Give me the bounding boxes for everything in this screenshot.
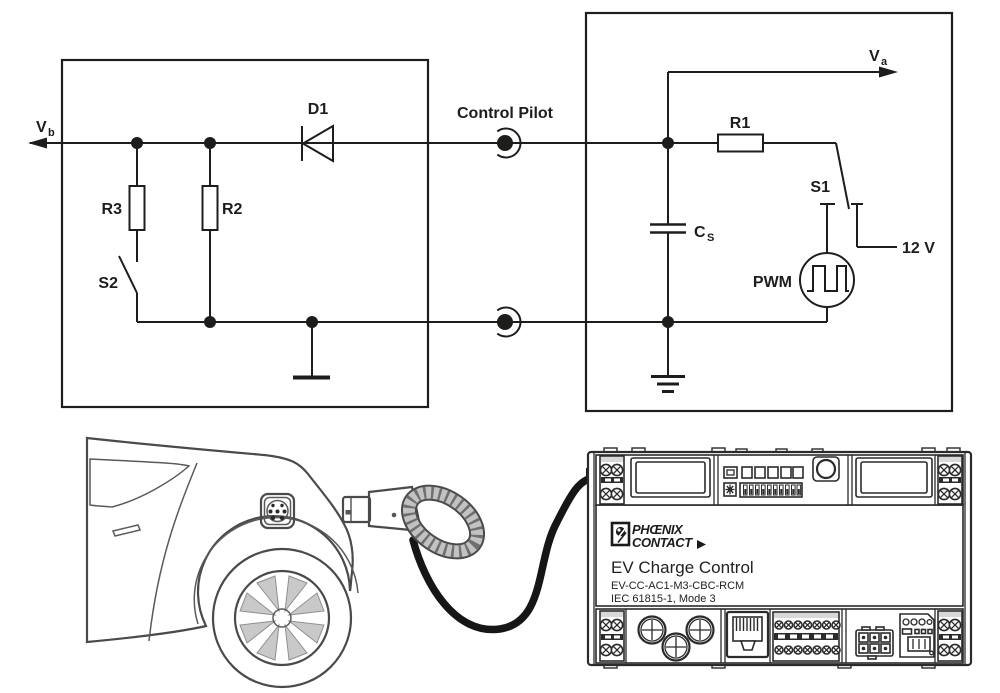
ground-symbol-vehicle bbox=[293, 322, 330, 380]
label-vb: V bbox=[36, 119, 47, 136]
brand-line2: CONTACT bbox=[632, 535, 693, 550]
pin-connector bbox=[855, 626, 894, 660]
brand-line1: PHŒNIX bbox=[632, 522, 684, 537]
square-wave-icon bbox=[807, 265, 849, 292]
terminal-block-bottom-right bbox=[937, 610, 963, 662]
control-pilot-connector-top bbox=[496, 127, 522, 159]
logo-wedge bbox=[697, 540, 706, 549]
led-indicator bbox=[723, 482, 737, 497]
charging-plug bbox=[341, 484, 486, 560]
schematic: V b D1 R3 S2 R2 bbox=[28, 11, 954, 413]
display-window-right bbox=[855, 457, 933, 498]
junction-dots bbox=[131, 137, 674, 328]
model-number: EV-CC-AC1-M3-CBC-RCM bbox=[611, 580, 744, 592]
va-output: V a bbox=[667, 48, 898, 143]
label-d1: D1 bbox=[308, 101, 329, 118]
terminal-strip bbox=[772, 611, 841, 662]
charging-cable-assembly bbox=[341, 468, 601, 634]
car-body bbox=[85, 436, 354, 644]
charge-port bbox=[259, 492, 296, 530]
brand-logo: PHŒNIX CONTACT bbox=[610, 521, 706, 550]
charging-cable bbox=[409, 474, 598, 634]
label-band bbox=[595, 504, 964, 607]
charge-controller: PHŒNIX CONTACT EV Charge Control EV-CC-A… bbox=[586, 447, 973, 669]
grip-ribs bbox=[402, 486, 484, 558]
charge-port-pins bbox=[268, 503, 287, 521]
label-r2: R2 bbox=[222, 201, 243, 218]
resistor-r1: R1 bbox=[717, 115, 836, 153]
product-name: EV Charge Control bbox=[611, 558, 754, 577]
label-vb-sub: b bbox=[48, 127, 55, 139]
label-r3: R3 bbox=[102, 201, 123, 218]
switch-s1: S1 12 V bbox=[810, 142, 935, 257]
latch-button bbox=[391, 512, 397, 518]
status-led-row bbox=[723, 466, 804, 479]
label-cs: C bbox=[694, 224, 706, 241]
label-s2: S2 bbox=[98, 275, 118, 292]
car-illustration bbox=[85, 436, 359, 689]
top-module-row bbox=[595, 454, 964, 506]
terminal-block-bottom-left bbox=[599, 610, 625, 662]
label-control-pilot: Control Pilot bbox=[457, 105, 554, 122]
ground-symbol-charger bbox=[651, 322, 685, 393]
wheel-hub bbox=[272, 608, 292, 628]
car-wheel bbox=[211, 547, 353, 689]
vb-arrowhead bbox=[28, 137, 47, 149]
label-r1: R1 bbox=[730, 115, 751, 132]
car-window bbox=[89, 458, 191, 508]
rj45-port bbox=[725, 610, 770, 659]
terminal-block-top-right bbox=[937, 455, 963, 505]
pwm-generator: PWM bbox=[753, 252, 855, 322]
control-pilot-connector-bottom bbox=[496, 306, 522, 338]
door-handle bbox=[111, 524, 142, 537]
label-pwm: PWM bbox=[753, 274, 792, 291]
resistor-r3: R3 bbox=[102, 143, 146, 262]
resistor-r2: R2 bbox=[201, 143, 243, 322]
label-12v: 12 V bbox=[902, 240, 935, 257]
display-window-left bbox=[630, 457, 711, 498]
dip-switch bbox=[739, 482, 803, 498]
va-arrowhead bbox=[879, 66, 898, 78]
reset-button bbox=[812, 456, 840, 482]
sim-card-slot bbox=[899, 613, 935, 658]
sealing-plugs bbox=[637, 615, 715, 662]
label-s1: S1 bbox=[810, 179, 830, 196]
standard-note: IEC 61815-1, Mode 3 bbox=[611, 593, 716, 605]
terminal-block-top-left bbox=[599, 455, 625, 505]
label-va-sub: a bbox=[881, 56, 888, 68]
charger-circuit-box bbox=[584, 11, 954, 413]
diode-d1: D1 bbox=[301, 101, 334, 163]
bottom-module-row bbox=[595, 608, 964, 664]
door-seam bbox=[148, 462, 198, 642]
switch-s2: S2 bbox=[98, 255, 138, 322]
wheel-spokes bbox=[239, 575, 325, 661]
label-va: V bbox=[869, 48, 880, 65]
vehicle-circuit-box bbox=[60, 58, 430, 409]
capacitor-cs: C S bbox=[650, 143, 714, 322]
label-cs-sub: S bbox=[707, 232, 714, 244]
